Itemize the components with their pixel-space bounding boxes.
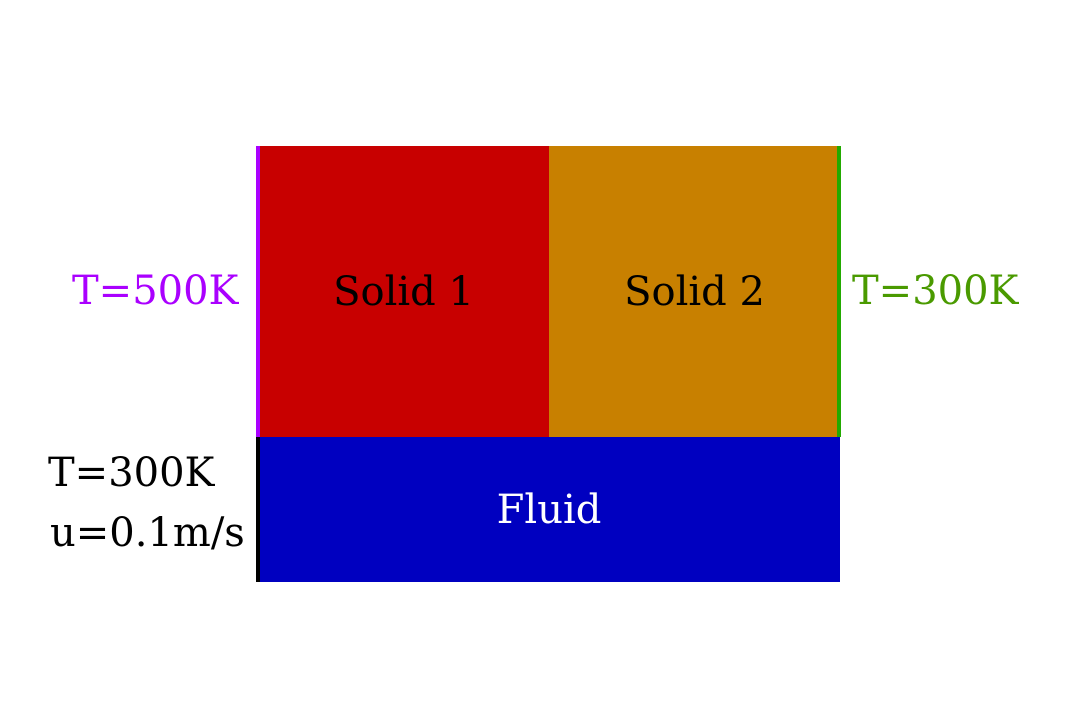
- inlet-velocity-label: u=0.1m/s: [50, 510, 245, 556]
- left-boundary-label: T=500K: [72, 268, 239, 314]
- solid-2-region: Solid 2: [549, 146, 840, 437]
- right-boundary-label: T=300K: [852, 268, 1019, 314]
- inlet-temperature-label: T=300K: [48, 450, 215, 496]
- solid-1-region: Solid 1: [258, 146, 549, 437]
- solid-2-label: Solid 2: [624, 268, 765, 315]
- inlet-boundary-edge: [256, 437, 260, 582]
- fluid-region: Fluid: [258, 437, 840, 582]
- left-boundary-edge: [256, 146, 260, 437]
- fluid-label: Fluid: [496, 486, 602, 533]
- right-boundary-edge: [837, 146, 841, 437]
- solid-1-label: Solid 1: [333, 268, 474, 315]
